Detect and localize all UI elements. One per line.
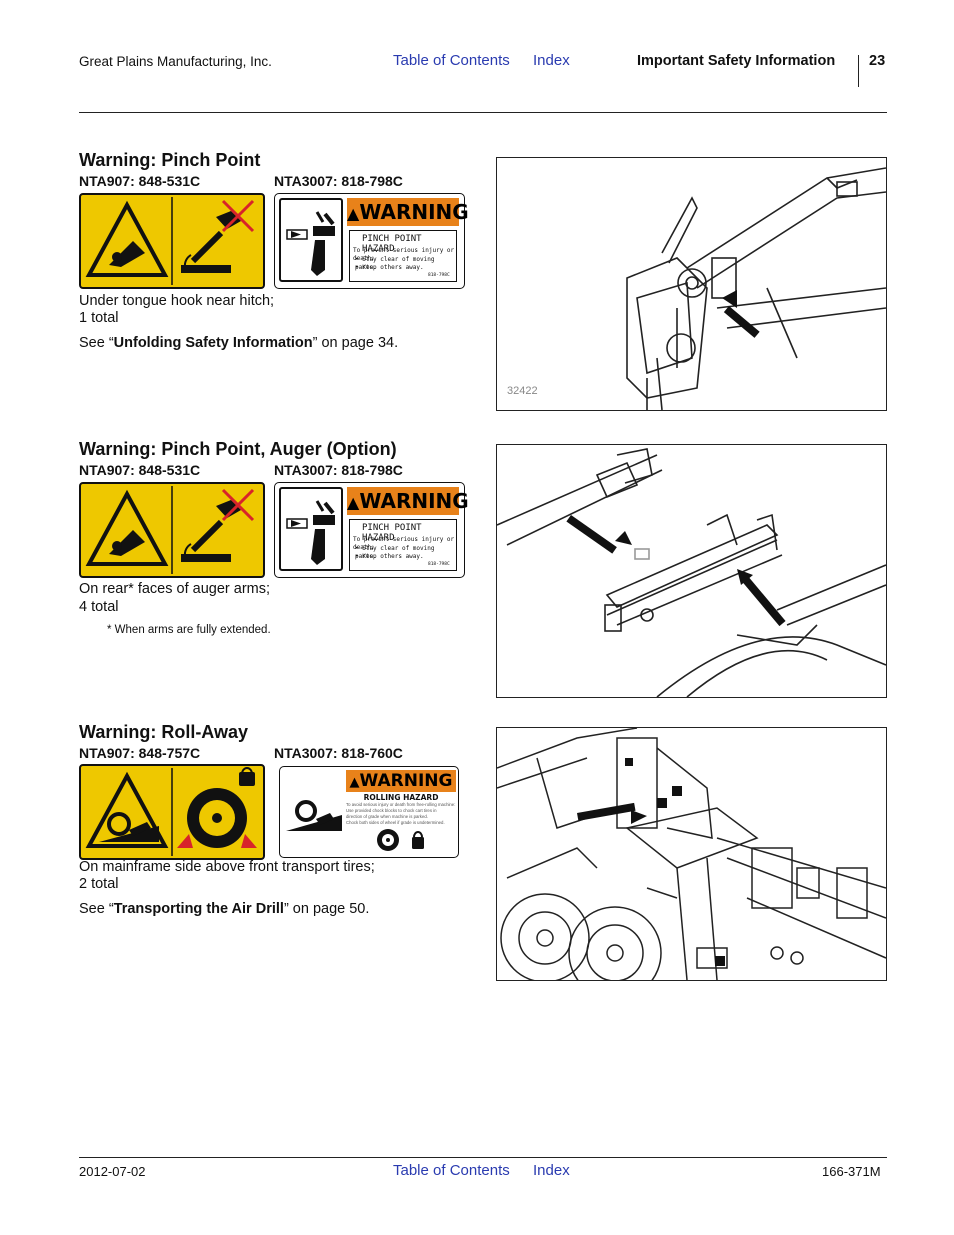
- hazard-title: PINCH POINT HAZARD: [362, 523, 422, 543]
- hazard-message-box: PINCH POINT HAZARD To prevent serious in…: [349, 230, 457, 282]
- mainframe-figure: [496, 727, 887, 981]
- decal-code: 818-798C: [428, 562, 450, 567]
- rolling-hazard-warning-decal: ▲WARNING ROLLING HAZARD To avoid serious…: [279, 766, 459, 858]
- warning-banner: ▲WARNING: [347, 487, 469, 515]
- toc-link-header[interactable]: Table of Contents: [393, 52, 510, 69]
- document-number: 166-371M: [822, 1164, 881, 1179]
- pinch-point-pictogram-icon: [85, 197, 255, 285]
- rolling-hazard-title: ROLLING HAZARD: [363, 793, 439, 802]
- warning-triangle-icon: ▲: [349, 775, 360, 790]
- decal-code: 818-798C: [428, 273, 450, 278]
- part-number-nta907: NTA907: 848-531C: [79, 462, 201, 478]
- hand-pinch-icon: [279, 198, 343, 282]
- part-number-nta3007: NTA3007: 818-760C: [274, 745, 403, 761]
- header-divider: [858, 55, 859, 87]
- section-heading-roll-away: Warning: Roll-Away: [79, 722, 249, 742]
- section-title: Important Safety Information: [637, 53, 836, 69]
- section-heading-auger: Warning: Pinch Point, Auger (Option): [79, 439, 397, 459]
- unfolding-safety-link[interactable]: Unfolding Safety Information: [113, 335, 313, 351]
- hazard-line-3: • Keep others away.: [355, 264, 424, 271]
- warning-word: WARNING: [359, 771, 453, 791]
- hazard-line-3: • Keep others away.: [355, 553, 424, 560]
- toc-link-footer[interactable]: Table of Contents: [393, 1162, 510, 1179]
- rolling-hazard-line-4: Chock both sides of wheel if grade is un…: [346, 820, 445, 825]
- warning-banner: ▲WARNING: [346, 770, 456, 792]
- auger-figure: [496, 444, 887, 698]
- figure-number: 32422: [507, 385, 538, 397]
- hazard-message-box: PINCH POINT HAZARD To prevent serious in…: [349, 519, 457, 571]
- hazard-line-2: • Stay clear of moving parts.: [355, 545, 435, 560]
- warning-triangle-icon: ▲: [347, 204, 360, 223]
- quantity-text: 2 total: [79, 876, 119, 892]
- pinch-point-pictogram-decal: [79, 482, 265, 578]
- part-number-nta3007: NTA3007: 818-798C: [274, 462, 403, 478]
- chock-lock-icon: [370, 827, 440, 853]
- hitch-figure: 32422: [496, 157, 887, 411]
- mainframe-tires-drawing: [497, 728, 886, 980]
- pinch-point-warning-decal: ▲WARNING PINCH POINT HAZARD To prevent s…: [274, 193, 469, 289]
- hitch-drawing: [626, 167, 886, 410]
- pinch-point-pictogram-decal: [79, 193, 265, 289]
- rolling-hazard-line-3: direction of grade when machine is parke…: [346, 814, 428, 819]
- part-number-nta907: NTA907: 848-531C: [79, 173, 201, 189]
- pinch-point-warning-decal: ▲WARNING PINCH POINT HAZARD To prevent s…: [274, 482, 469, 578]
- warning-triangle-icon: ▲: [347, 493, 360, 512]
- index-link-footer[interactable]: Index: [533, 1162, 570, 1179]
- see-suffix: ” on page 34.: [312, 335, 399, 351]
- company-name: Great Plains Manufacturing, Inc.: [79, 54, 272, 69]
- rolling-hazard-line-2: Use provided chock blocks to chock cart …: [346, 808, 437, 813]
- see-prefix: See “: [79, 335, 114, 351]
- publication-date: 2012-07-02: [79, 1164, 146, 1179]
- see-suffix: ” on page 50.: [283, 901, 370, 917]
- rolling-hazard-line-1: To avoid serious injury or death from fr…: [346, 802, 456, 807]
- part-number-nta907: NTA907: 848-757C: [79, 745, 201, 761]
- warning-word: WARNING: [359, 489, 469, 513]
- warning-word: WARNING: [359, 200, 469, 224]
- hazard-line-1: To prevent serious injury or death:: [353, 536, 455, 551]
- transporting-air-drill-link[interactable]: Transporting the Air Drill: [113, 901, 284, 917]
- hazard-title: PINCH POINT HAZARD: [362, 234, 422, 254]
- header-rule: [79, 112, 887, 113]
- rolling-machine-icon: [284, 793, 344, 833]
- hand-pinch-icon: [279, 487, 343, 571]
- quantity-text: 4 total: [79, 599, 119, 615]
- cross-reference: See “Unfolding Safety Information” on pa…: [79, 335, 398, 352]
- quantity-text: 1 total: [79, 310, 119, 326]
- location-text: On mainframe side above front transport …: [79, 859, 375, 875]
- part-number-nta3007: NTA3007: 818-798C: [274, 173, 403, 189]
- footnote: * When arms are fully extended.: [107, 624, 271, 636]
- warning-banner: ▲WARNING: [347, 198, 469, 226]
- page-number: 23: [869, 53, 886, 69]
- index-link-header[interactable]: Index: [533, 52, 570, 69]
- footer-rule: [79, 1157, 887, 1158]
- hazard-line-1: To prevent serious injury or death:: [353, 247, 455, 262]
- section-heading-pinch-point: Warning: Pinch Point: [79, 150, 261, 170]
- auger-arm-drawing: [497, 448, 886, 697]
- see-prefix: See “: [79, 901, 114, 917]
- pinch-point-pictogram-icon: [85, 486, 255, 574]
- location-text: On rear* faces of auger arms;: [79, 581, 270, 597]
- roll-away-pictogram-icon: [85, 767, 257, 856]
- cross-reference: See “Transporting the Air Drill” on page…: [79, 901, 369, 918]
- hazard-line-2: • Stay clear of moving parts.: [355, 256, 435, 271]
- location-text: Under tongue hook near hitch;: [79, 293, 275, 309]
- roll-away-pictogram-decal: [79, 764, 265, 860]
